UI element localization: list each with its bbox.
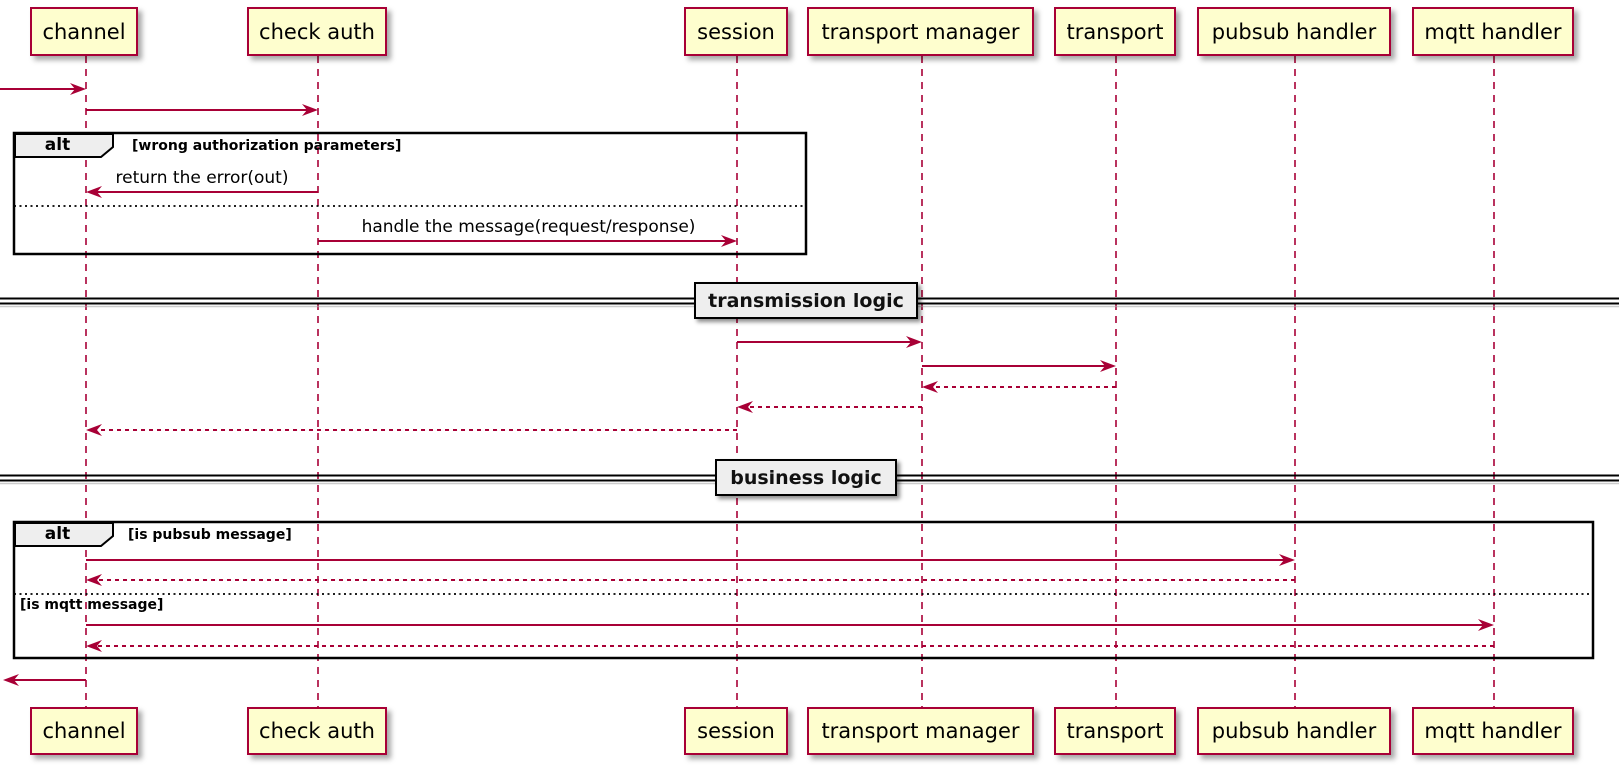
arrow-transport-return: [922, 381, 1116, 393]
participant-transport-manager-bottom: transport manager: [807, 707, 1034, 755]
outgoing-arrow: [3, 674, 86, 686]
participant-mqtt-handler-top: mqtt handler: [1412, 7, 1574, 56]
participant-transport-manager-top: transport manager: [807, 7, 1034, 56]
alt-1-guard-wrong-auth: [wrong authorization parameters]: [132, 138, 402, 154]
participant-pubsub-handler-bottom: pubsub handler: [1197, 707, 1391, 755]
arrow-session-to-transport-manager: [737, 336, 922, 348]
participant-check-auth-bottom: check auth: [247, 707, 387, 755]
alt-fragment-2-frame: [12, 520, 1595, 660]
participant-session-top: session: [684, 7, 788, 56]
participant-channel-top: channel: [30, 7, 138, 56]
arrow-channel-to-pubsub-handler: [86, 554, 1295, 566]
incoming-arrow: [0, 83, 86, 95]
participant-transport-bottom: transport: [1054, 707, 1176, 755]
participant-mqtt-handler-bottom: mqtt handler: [1412, 707, 1574, 755]
arrow-return-the-error: [86, 186, 318, 198]
arrow-transport-manager-return: [737, 401, 922, 413]
participant-transport-top: transport: [1054, 7, 1176, 56]
participant-check-auth-top: check auth: [247, 7, 387, 56]
alt-2-guard-mqtt: [is mqtt message]: [20, 597, 164, 613]
participant-channel-bottom: channel: [30, 707, 138, 755]
arrow-channel-to-mqtt-handler: [86, 619, 1494, 631]
arrow-channel-to-check-auth: [86, 104, 318, 116]
alt-2-guard-pubsub: [is pubsub message]: [128, 527, 292, 543]
participant-session-bottom: session: [684, 707, 788, 755]
alt-1-operator-label: alt: [44, 135, 71, 155]
message-handle-the-message: handle the message(request/response): [361, 217, 696, 237]
arrow-handle-the-message: [318, 235, 737, 247]
divider-business-logic: business logic: [715, 459, 897, 496]
arrow-mqtt-handler-return: [86, 640, 1494, 652]
alt-fragment-2-header-pentagon: [14, 522, 114, 547]
participant-pubsub-handler-top: pubsub handler: [1197, 7, 1391, 56]
arrow-session-return: [86, 424, 737, 436]
message-return-the-error: return the error(out): [115, 168, 289, 188]
divider-transmission-logic: transmission logic: [694, 282, 918, 319]
alt-fragment-1-frame: [12, 131, 808, 256]
arrow-transport-manager-to-transport: [922, 360, 1116, 372]
alt-fragment-1-header-pentagon: [14, 133, 114, 158]
arrow-pubsub-handler-return: [86, 574, 1295, 586]
alt-2-operator-label: alt: [44, 524, 71, 544]
